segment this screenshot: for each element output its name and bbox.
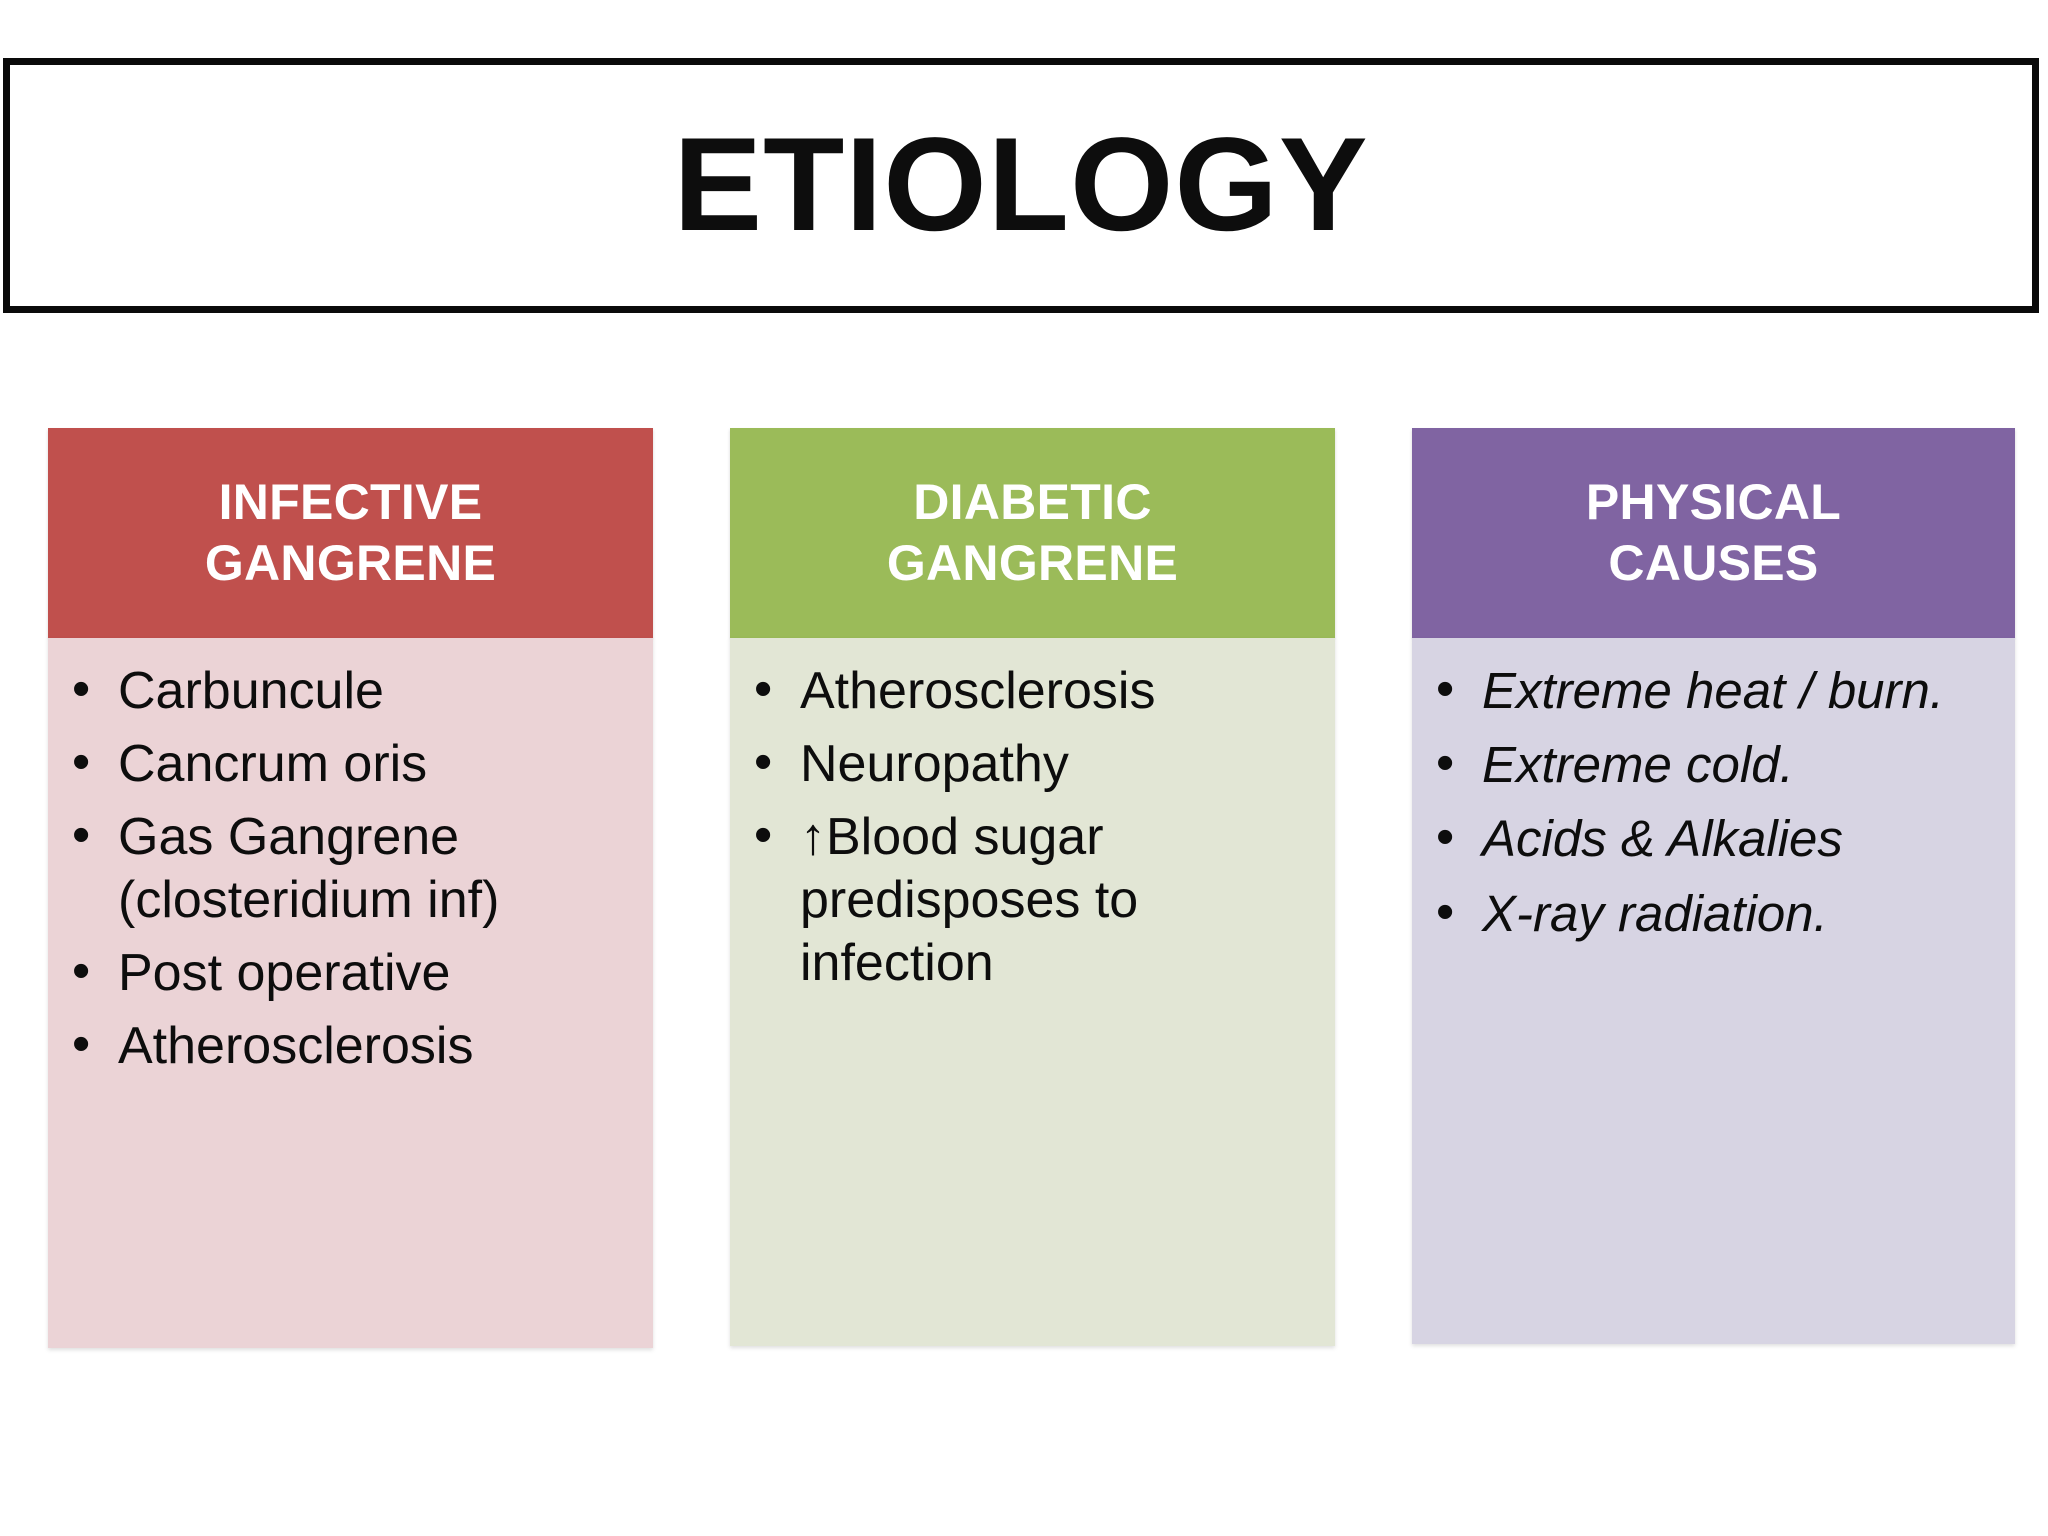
column-header-line-2: GANGRENE [886,535,1179,591]
column-body-diabetic-gangrene: Atherosclerosis Neuropathy ↑Blood sugar … [730,638,1335,1346]
list-item: ↑Blood sugar predisposes to infection [748,804,1325,995]
list-item: Carbuncule [66,658,643,723]
list-item: Atherosclerosis [748,658,1325,723]
list-item: X-ray radiation. [1430,881,2005,945]
column-header-line-2: CAUSES [1608,535,1819,591]
column-body-infective-gangrene: Carbuncule Cancrum oris Gas Gangrene (cl… [48,638,653,1348]
column-body-physical-causes: Extreme heat / burn. Extreme cold. Acids… [1412,638,2015,1344]
column-header-line-2: GANGRENE [204,535,497,591]
column-header-diabetic-gangrene: DIABETIC GANGRENE [730,428,1335,638]
etiology-column-infective-gangrene: INFECTIVE GANGRENE Carbuncule Cancrum or… [48,428,653,1348]
list-item: Cancrum oris [66,731,643,796]
list-item: Neuropathy [748,731,1325,796]
column-header-line-1: INFECTIVE [218,474,483,530]
list-item: Acids & Alkalies [1430,806,2005,870]
etiology-column-physical-causes: PHYSICAL CAUSES Extreme heat / burn. Ext… [1412,428,2015,1344]
slide-title-box: ETIOLOGY [3,58,2039,313]
column-header-physical-causes: PHYSICAL CAUSES [1412,428,2015,638]
bullet-list-diabetic-gangrene: Atherosclerosis Neuropathy ↑Blood sugar … [748,658,1325,995]
list-item: Extreme cold. [1430,732,2005,796]
list-item: Extreme heat / burn. [1430,658,2005,722]
column-header-infective-gangrene: INFECTIVE GANGRENE [48,428,653,638]
etiology-column-diabetic-gangrene: DIABETIC GANGRENE Atherosclerosis Neurop… [730,428,1335,1346]
list-item: Post operative [66,940,643,1005]
bullet-list-infective-gangrene: Carbuncule Cancrum oris Gas Gangrene (cl… [66,658,643,1078]
bullet-list-physical-causes: Extreme heat / burn. Extreme cold. Acids… [1430,658,2005,945]
column-header-line-1: PHYSICAL [1585,474,1842,530]
list-item: Atherosclerosis [66,1013,643,1078]
column-header-line-1: DIABETIC [913,474,1152,530]
list-item: Gas Gangrene (closteridium inf) [66,804,643,932]
page-title: ETIOLOGY [673,111,1369,259]
